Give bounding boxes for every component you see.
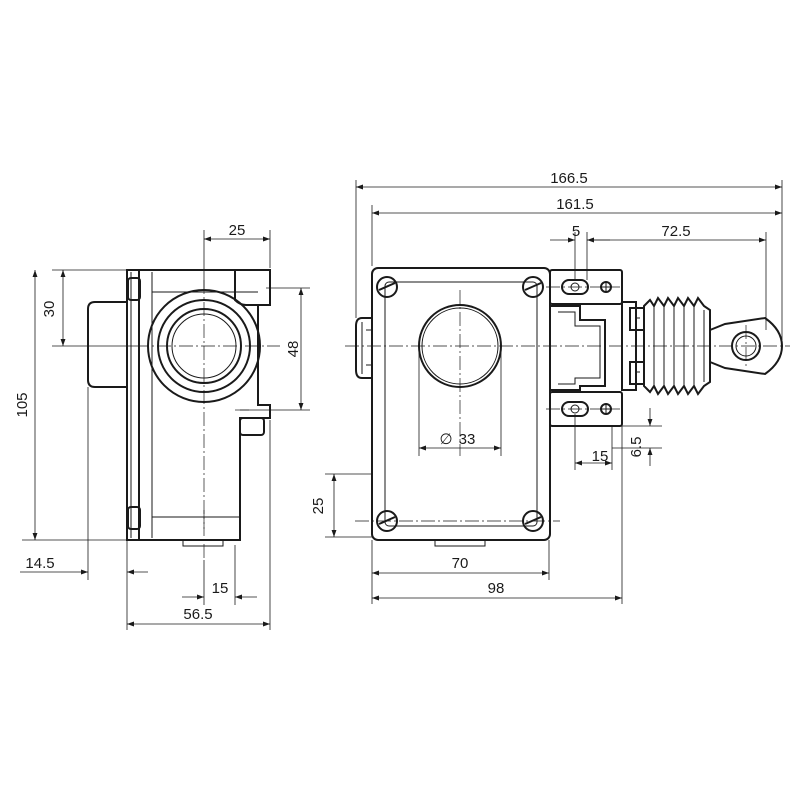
dim-mount-spacing: 70 [452, 555, 469, 572]
screw-tr [522, 276, 544, 298]
dim-body-width: 98 [488, 580, 505, 597]
dim-bracket-height: 6.5 [628, 437, 645, 458]
front-view: 166.5 161.5 5 72.5 ∅ 33 25 70 9 [310, 170, 790, 604]
screw-tl [376, 276, 398, 298]
dim-overall-height: 105 [14, 392, 31, 417]
dim-mount-offset: 25 [310, 498, 327, 515]
side-view: 25 30 105 48 14.5 15 56.5 [14, 222, 310, 630]
dim-top-width: 25 [229, 222, 246, 239]
dim-length-to-eye: 161.5 [556, 196, 594, 213]
dim-hole-diameter: 33 [459, 431, 476, 448]
dim-top-offset: 30 [41, 301, 58, 318]
dim-slot-width: 5 [572, 223, 580, 240]
dim-actuator-length: 72.5 [661, 223, 690, 240]
diameter-symbol: ∅ [439, 431, 452, 448]
dim-overall-depth: 56.5 [183, 606, 212, 623]
dim-bottom-offset: 15 [212, 580, 229, 597]
dim-bracket-offset: 15 [592, 448, 609, 465]
dim-overall-length: 166.5 [550, 170, 588, 187]
dim-base-offset: 14.5 [25, 555, 54, 572]
dim-conduit-height: 48 [285, 341, 302, 358]
